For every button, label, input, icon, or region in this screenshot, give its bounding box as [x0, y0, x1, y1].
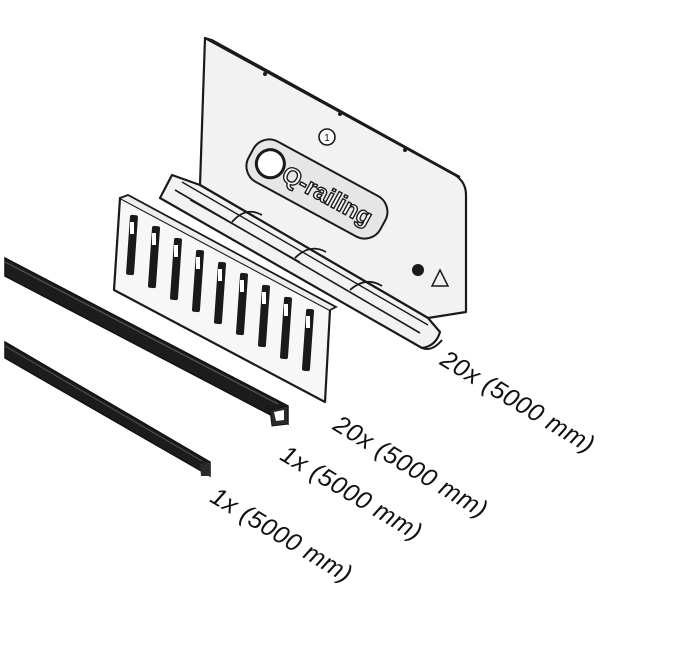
rim-notch [403, 148, 407, 152]
floor-rib [189, 199, 301, 263]
recycle-triangle-icon [430, 268, 450, 287]
step-number: 1 [324, 133, 330, 144]
rim-notch [263, 72, 267, 76]
floor-rib [181, 181, 429, 326]
floor-rib [174, 189, 421, 334]
step-badge: 1 [318, 128, 336, 146]
floor-lip [421, 339, 443, 350]
cross-rib [231, 210, 263, 223]
clip-strip [112, 194, 338, 404]
gasket-lower [4, 340, 211, 478]
base-profile: Q-railing 1 [158, 36, 468, 350]
cross-rib [349, 280, 383, 291]
rim-notch [338, 112, 342, 116]
clip-strip-top-edge [119, 194, 338, 311]
clip-strip-slots [130, 222, 310, 328]
cross-rib [294, 247, 327, 259]
base-profile-top-rim [204, 37, 461, 178]
clip-strip-teeth [126, 214, 315, 372]
gasket-upper [4, 256, 289, 427]
logo-panel: Q-railing [245, 138, 389, 240]
mounting-hole-icon [412, 264, 424, 276]
